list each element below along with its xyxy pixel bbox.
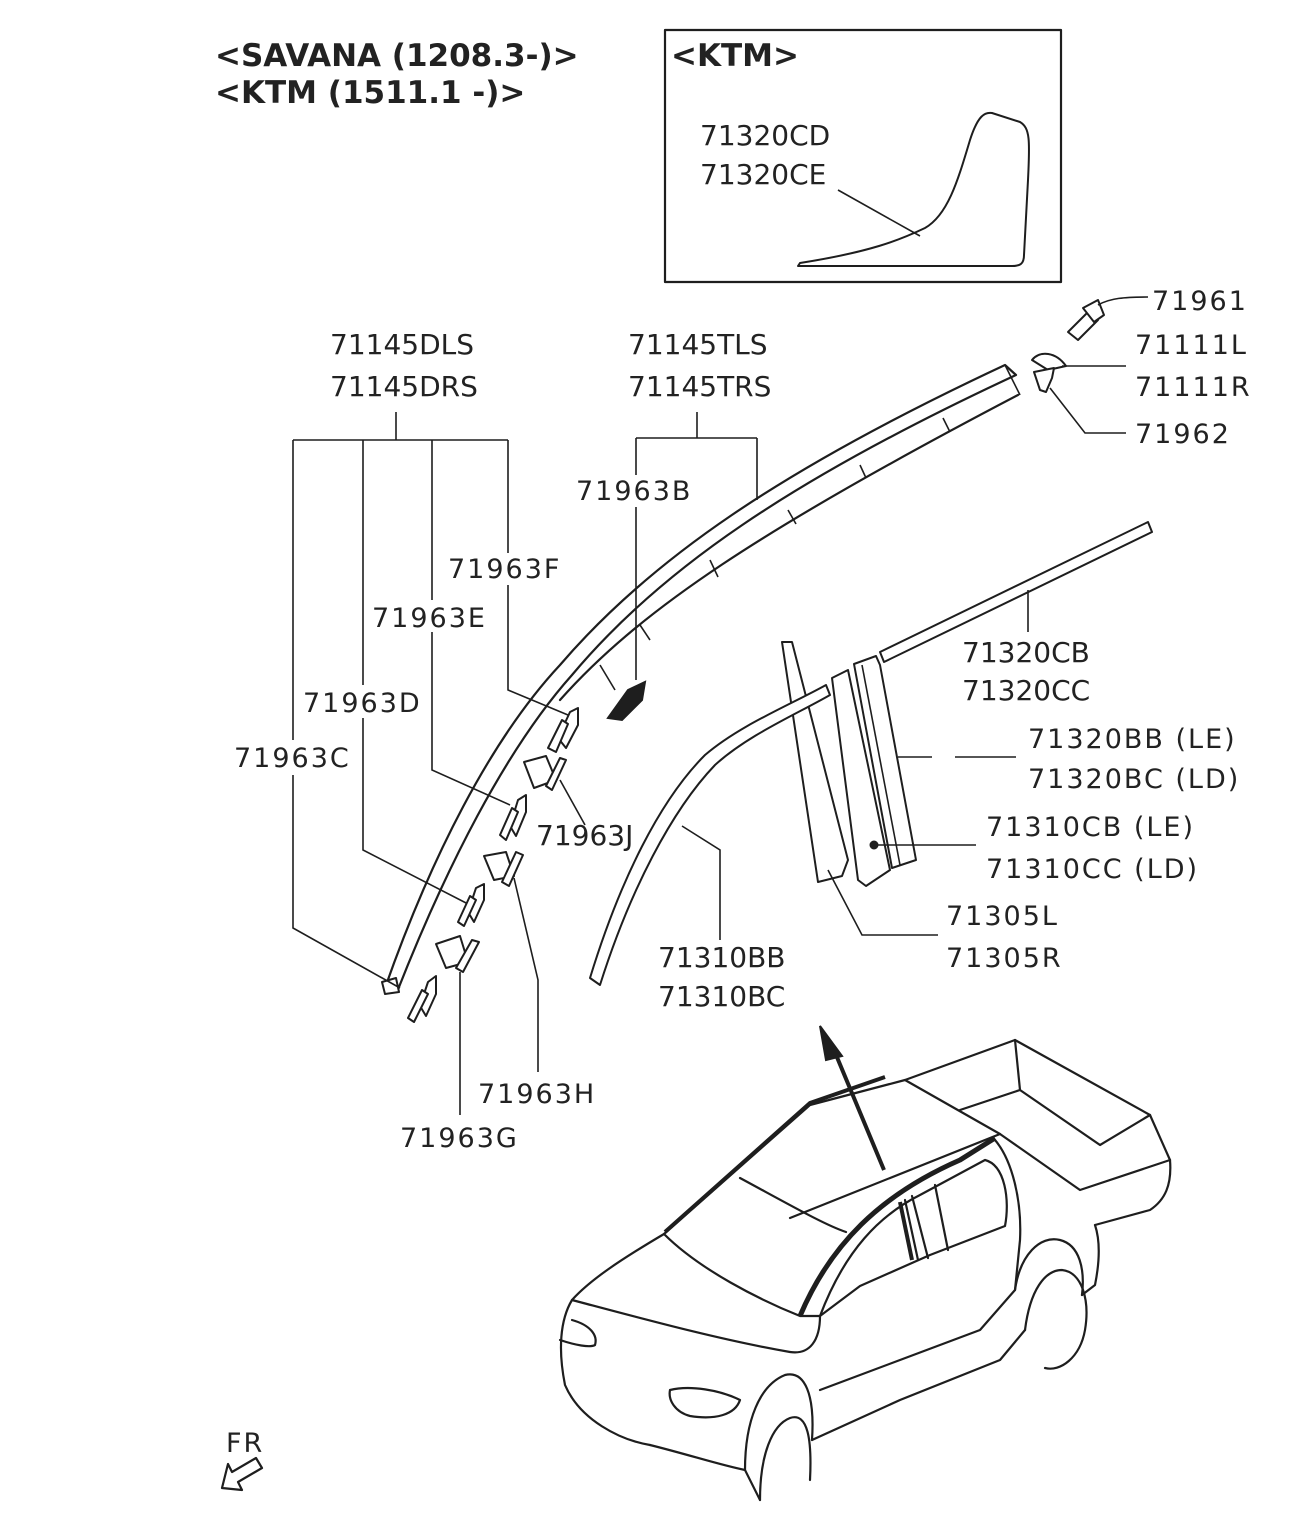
pillar-71310cb [831, 669, 891, 887]
pillar-garnishes [781, 641, 1016, 936]
front-direction-indicator: FR [220, 1428, 264, 1492]
inset-title: <KTM> [671, 38, 799, 74]
label-71310cc: 71310CC (LD) [986, 854, 1199, 885]
pillar-71320bb [853, 655, 917, 869]
clip-71963e [509, 794, 527, 837]
front-label: FR [226, 1428, 264, 1459]
label-71310bb: 71310BB [658, 941, 786, 974]
location-arrow [819, 1025, 886, 1171]
clip-71963b [606, 680, 647, 722]
label-71310bc: 71310BC [658, 980, 785, 1013]
clip-71962 [1033, 367, 1055, 393]
label-71963b: 71963B [576, 476, 692, 507]
roof-drip-moulding [381, 363, 1021, 995]
label-71963d: 71963D [303, 688, 422, 719]
label-71963c: 71963C [234, 743, 351, 774]
end-cap-71111 [1031, 352, 1067, 371]
ktm-inset: <KTM> 71320CD 71320CE [663, 28, 1063, 284]
label-71320cc: 71320CC [962, 674, 1090, 707]
clips-71963 [407, 680, 647, 1115]
label-71305r: 71305R [946, 943, 1063, 974]
screw-71961 [1067, 296, 1149, 341]
label-71145tls: 71145TLS [628, 328, 768, 361]
inset-garnish-shape [797, 111, 1030, 267]
clip-71963d [467, 883, 485, 923]
inset-leader [837, 189, 921, 237]
label-71963g: 71963G [400, 1123, 519, 1154]
label-71310cb: 71310CB (LE) [986, 812, 1195, 843]
label-71145drs: 71145DRS [330, 370, 478, 403]
label-71320cb: 71320CB [962, 636, 1090, 669]
front-arrow-icon [220, 1456, 264, 1492]
label-71320bc: 71320BC (LD) [1028, 764, 1240, 795]
label-71963f: 71963F [448, 554, 561, 585]
label-71961: 71961 [1152, 286, 1248, 317]
inset-part-71320ce: 71320CE [700, 158, 826, 191]
label-71320bb: 71320BB (LE) [1028, 724, 1237, 755]
label-71111r: 71111R [1135, 372, 1252, 403]
belt-moulding-71320cb: 71320CB 71320CC [879, 521, 1153, 707]
door-moulding-71310bb: 71310BB 71310BC [589, 684, 831, 1013]
label-71963h: 71963H [478, 1079, 596, 1110]
group-drip-top: 71145TLS 71145TRS [628, 328, 771, 680]
label-71962: 71962 [1135, 419, 1231, 450]
label-71963e: 71963E [372, 603, 487, 634]
label-71145trs: 71145TRS [628, 370, 771, 403]
inset-part-71320cd: 71320CD [700, 119, 830, 152]
pickup-truck-illustration [558, 1038, 1172, 1502]
header-line-1: <SAVANA (1208.3-)> [215, 38, 579, 74]
header-line-2: <KTM (1511.1 -)> [215, 75, 525, 111]
label-71111l: 71111L [1135, 330, 1248, 361]
label-71145dls: 71145DLS [330, 328, 474, 361]
group-drip-left: 71145DLS 71145DRS [292, 328, 569, 989]
inset-frame [663, 28, 1063, 284]
label-71305l: 71305L [946, 901, 1059, 932]
